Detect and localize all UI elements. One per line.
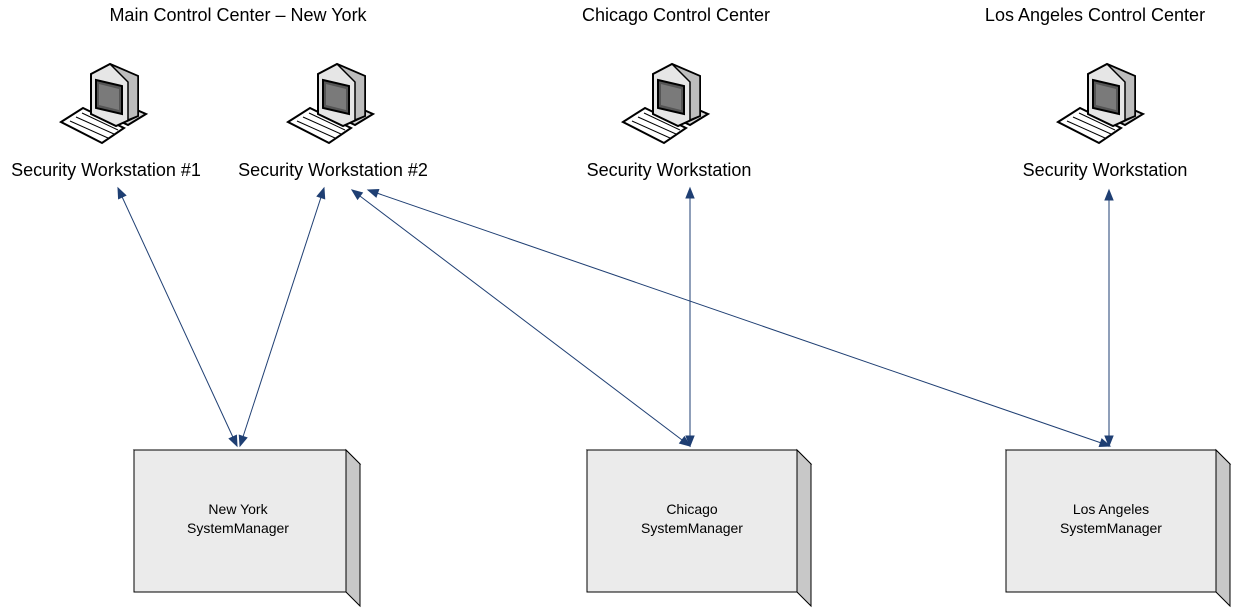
arrowhead: [366, 188, 380, 198]
link-ws2-chicago: [351, 189, 691, 447]
computer-workstation-icon: [60, 63, 147, 144]
server-type: SystemManager: [1060, 520, 1162, 536]
arrowhead: [350, 189, 364, 201]
arrowhead: [685, 435, 695, 448]
server-type: SystemManager: [187, 520, 289, 536]
workstation-label-chicago: Security Workstation: [586, 160, 752, 180]
arrowhead: [238, 434, 248, 448]
computer-workstation-icon: [1057, 63, 1144, 144]
server-label-chicago: Chicago SystemManager: [641, 500, 743, 538]
computer-workstation-icon: [622, 63, 709, 144]
link-ws1-newyork: [117, 187, 238, 447]
server-name: New York: [208, 501, 268, 517]
arrowhead: [678, 435, 692, 447]
server-label-los-angeles: Los Angeles SystemManager: [1060, 500, 1162, 538]
arrowhead: [1098, 438, 1112, 448]
workstation-label-ny-2: Security Workstation #2: [238, 160, 428, 180]
arrowhead: [228, 434, 238, 448]
arrowhead: [1104, 435, 1114, 448]
server-box-new-york: [132, 448, 362, 608]
heading-los-angeles: Los Angeles Control Center: [984, 5, 1206, 25]
server-type: SystemManager: [641, 520, 743, 536]
server-name: Chicago: [666, 501, 718, 517]
arrowhead: [117, 186, 127, 200]
link-ws2-newyork: [239, 187, 325, 447]
server-label-new-york: New York SystemManager: [187, 500, 289, 538]
arrowhead: [685, 186, 695, 199]
computer-workstation-icon: [287, 63, 374, 144]
server-box-los-angeles: [1004, 448, 1232, 608]
workstation-label-los-angeles: Security Workstation: [1022, 160, 1188, 180]
server-name: Los Angeles: [1072, 501, 1150, 517]
arrowhead: [316, 186, 326, 200]
workstation-label-ny-1: Security Workstation #1: [11, 160, 201, 180]
link-ws2-losangeles: [367, 189, 1111, 447]
server-box-chicago: [585, 448, 813, 608]
arrowhead: [1104, 188, 1114, 201]
heading-chicago: Chicago Control Center: [581, 5, 771, 25]
heading-new-york: Main Control Center – New York: [109, 5, 367, 25]
